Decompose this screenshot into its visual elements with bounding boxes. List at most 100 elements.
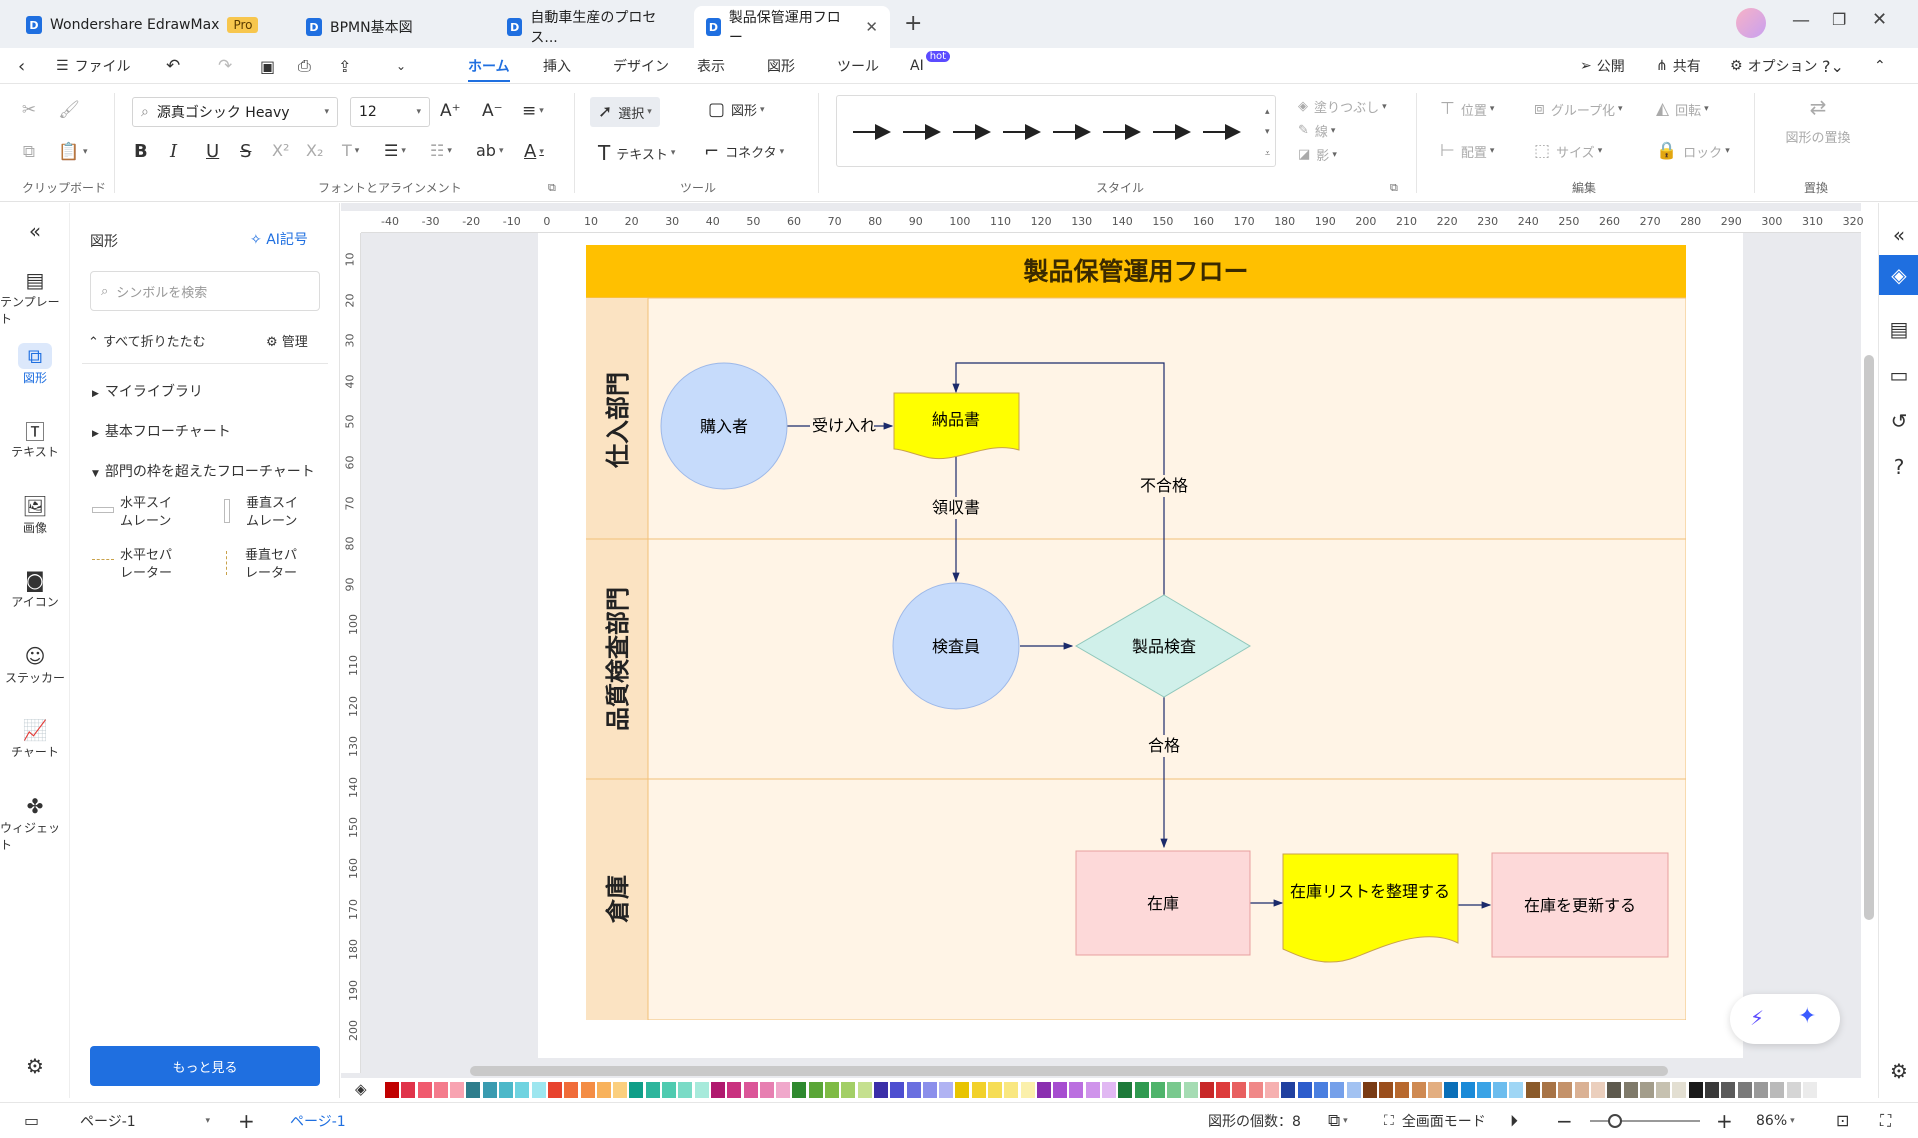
rail-shapes[interactable]: ⧉図形 bbox=[0, 343, 70, 386]
color-swatch[interactable] bbox=[1395, 1082, 1410, 1098]
color-swatch[interactable] bbox=[727, 1082, 742, 1098]
align-button[interactable]: ⊢配置▾ bbox=[1440, 141, 1495, 161]
underline-icon[interactable]: U bbox=[206, 141, 220, 162]
restore-icon[interactable]: ❐ bbox=[1832, 10, 1847, 29]
cut-icon[interactable]: ✂ bbox=[21, 100, 37, 120]
superscript-icon[interactable]: X² bbox=[272, 141, 290, 160]
print-icon[interactable]: ⎙ bbox=[298, 56, 311, 75]
color-swatch[interactable] bbox=[1150, 1082, 1165, 1098]
color-swatch[interactable] bbox=[971, 1082, 986, 1098]
fill-button[interactable]: ◈塗りつぶし▾ bbox=[1298, 99, 1387, 116]
strikethrough-icon[interactable]: S bbox=[240, 141, 252, 162]
connector-tool[interactable]: ⌐コネクタ▾ bbox=[704, 141, 785, 162]
line-style-gallery[interactable]: ▴▾⩡ bbox=[836, 95, 1276, 167]
color-swatch[interactable] bbox=[1639, 1082, 1654, 1098]
color-swatch[interactable] bbox=[1753, 1082, 1768, 1098]
color-swatch[interactable] bbox=[808, 1082, 823, 1098]
vertical-scrollbar[interactable] bbox=[1864, 355, 1874, 920]
minimize-icon[interactable]: — bbox=[1792, 10, 1810, 31]
color-swatch[interactable] bbox=[759, 1082, 774, 1098]
format-painter-icon[interactable]: 🖌 bbox=[58, 100, 80, 120]
color-swatch[interactable] bbox=[531, 1082, 546, 1098]
style-settings-icon[interactable]: ⧉ bbox=[1390, 181, 1398, 194]
color-swatch[interactable] bbox=[955, 1082, 970, 1098]
line-spacing-icon[interactable]: ☰▾ bbox=[384, 141, 406, 160]
rail-sticker[interactable]: ☺ステッカー bbox=[0, 643, 70, 686]
color-swatch[interactable] bbox=[792, 1082, 807, 1098]
color-swatch[interactable] bbox=[1379, 1082, 1394, 1098]
rail-icon[interactable]: ◙アイコン bbox=[0, 567, 70, 610]
color-swatch[interactable] bbox=[857, 1082, 872, 1098]
color-swatch[interactable] bbox=[596, 1082, 611, 1098]
line-button[interactable]: ✎線▾ bbox=[1298, 123, 1336, 140]
color-swatch[interactable] bbox=[1362, 1082, 1377, 1098]
close-window-icon[interactable]: ✕ bbox=[1872, 9, 1888, 30]
color-swatch[interactable] bbox=[1053, 1082, 1068, 1098]
page-tab[interactable]: ページ-1 bbox=[290, 1113, 346, 1130]
color-swatch[interactable] bbox=[515, 1082, 530, 1098]
font-settings-icon[interactable]: ⧉ bbox=[548, 181, 556, 194]
align-icon[interactable]: ≡▾ bbox=[522, 101, 544, 121]
color-swatch[interactable] bbox=[1411, 1082, 1426, 1098]
color-swatch[interactable] bbox=[417, 1082, 432, 1098]
color-swatch[interactable] bbox=[1330, 1082, 1345, 1098]
color-swatch[interactable] bbox=[922, 1082, 937, 1098]
pool-header[interactable] bbox=[586, 245, 1686, 298]
color-swatch[interactable] bbox=[873, 1082, 888, 1098]
rail-widget[interactable]: ✤ウィジェット bbox=[0, 793, 70, 853]
group-button[interactable]: ⧈グループ化▾ bbox=[1534, 99, 1623, 119]
bold-icon[interactable]: B bbox=[134, 141, 148, 162]
color-swatch[interactable] bbox=[1786, 1082, 1801, 1098]
properties-icon[interactable]: ▤ bbox=[1889, 317, 1909, 341]
color-swatch[interactable] bbox=[1085, 1082, 1100, 1098]
color-swatch[interactable] bbox=[1346, 1082, 1361, 1098]
color-swatch[interactable] bbox=[939, 1082, 954, 1098]
color-swatch[interactable] bbox=[1232, 1082, 1247, 1098]
color-swatch[interactable] bbox=[613, 1082, 628, 1098]
color-swatch[interactable] bbox=[401, 1082, 416, 1098]
more-icon[interactable]: ⌄ bbox=[396, 59, 407, 73]
save-icon[interactable]: ▣ bbox=[260, 56, 276, 76]
color-swatch[interactable] bbox=[1802, 1082, 1817, 1098]
section-cross-functional[interactable]: ▼部門の枠を超えたフローチャート bbox=[92, 461, 315, 481]
back-icon[interactable]: ‹ bbox=[18, 55, 26, 77]
replace-shape-button[interactable]: ⇄図形の置換 bbox=[1772, 95, 1864, 146]
history-icon[interactable]: ↺ bbox=[1890, 409, 1908, 433]
menu-insert[interactable]: 挿入 bbox=[543, 59, 571, 75]
avatar[interactable] bbox=[1736, 8, 1766, 38]
color-swatch[interactable] bbox=[1542, 1082, 1557, 1098]
file-menu[interactable]: ☰ファイル bbox=[56, 48, 131, 84]
help-icon[interactable]: ?⌄ bbox=[1822, 56, 1844, 76]
new-tab-icon[interactable]: + bbox=[904, 11, 923, 36]
menu-view[interactable]: 表示 bbox=[697, 59, 725, 75]
manage-button[interactable]: ⚙ 管理 bbox=[266, 331, 308, 350]
list-icon[interactable]: ☷▾ bbox=[430, 141, 452, 160]
font-color-icon[interactable]: A▾ bbox=[524, 141, 544, 162]
color-swatch[interactable] bbox=[1444, 1082, 1459, 1098]
undo-icon[interactable]: ↶ bbox=[166, 56, 181, 76]
play-icon[interactable]: ⏵ bbox=[1510, 1110, 1519, 1130]
color-swatch[interactable] bbox=[1118, 1082, 1133, 1098]
select-tool[interactable]: ➚選択▾ bbox=[590, 97, 660, 127]
color-swatch[interactable] bbox=[1460, 1082, 1475, 1098]
color-swatch[interactable] bbox=[1574, 1082, 1589, 1098]
node-product-check[interactable] bbox=[1075, 594, 1251, 698]
color-swatch[interactable] bbox=[1134, 1082, 1149, 1098]
options-button[interactable]: ⚙オプション bbox=[1730, 48, 1818, 84]
color-swatch[interactable] bbox=[1688, 1082, 1703, 1098]
color-swatch[interactable] bbox=[890, 1082, 905, 1098]
color-swatch[interactable] bbox=[987, 1082, 1002, 1098]
color-swatch[interactable] bbox=[433, 1082, 448, 1098]
text-wrap-icon[interactable]: ab▾ bbox=[476, 141, 504, 160]
color-swatch[interactable] bbox=[450, 1082, 465, 1098]
menu-tools[interactable]: ツール bbox=[837, 59, 879, 75]
node-organize-list[interactable] bbox=[1282, 853, 1459, 963]
export-icon[interactable]: ⇪ bbox=[338, 56, 352, 76]
fit-page-icon[interactable]: ⊡ bbox=[1836, 1111, 1850, 1130]
color-swatch[interactable] bbox=[1069, 1082, 1084, 1098]
share-button[interactable]: ⋔共有 bbox=[1656, 48, 1701, 84]
font-grow-icon[interactable]: A⁺ bbox=[440, 101, 461, 121]
position-button[interactable]: ⊤位置▾ bbox=[1440, 99, 1495, 119]
